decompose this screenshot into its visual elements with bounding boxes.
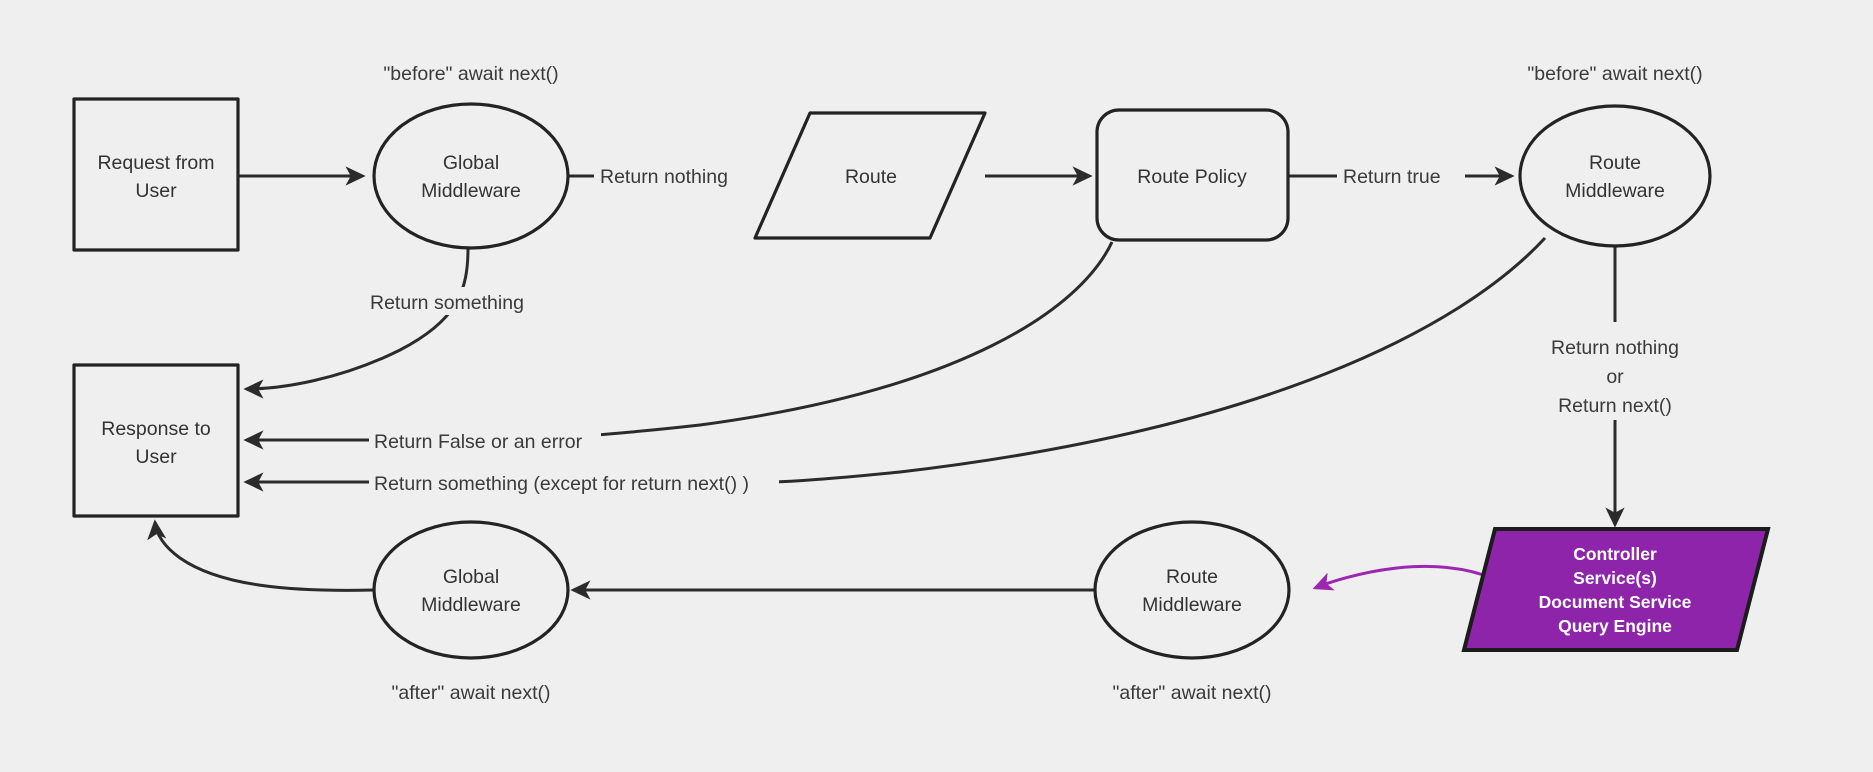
edge-route-policy-return-false-curve <box>514 241 1114 442</box>
edge-route-middleware-return-something-curve <box>774 236 1547 484</box>
node-global-middleware-after[interactable] <box>372 520 570 660</box>
edge-label-return-nothing-or-next-line2: or <box>1606 366 1624 388</box>
edge-label-backdrop-return-something-except <box>369 468 779 496</box>
node-global-middleware-after-label-line1: Global <box>443 566 499 588</box>
edge-global-middleware-after-to-response <box>147 519 375 592</box>
edge-label-return-nothing-or-next-line3: Return next() <box>1558 395 1672 417</box>
edge-global-middleware-return-something <box>243 247 470 399</box>
node-route-label: Route <box>845 166 897 188</box>
node-global-middleware-after-label-line2: Middleware <box>421 594 521 616</box>
caption-before-global-middleware: "before" await next() <box>383 63 558 85</box>
node-route[interactable] <box>753 111 987 240</box>
edge-label-backdrop-return-nothing <box>594 162 764 190</box>
node-route-middleware-before-label-line2: Middleware <box>1565 180 1665 202</box>
node-route-policy-label: Route Policy <box>1137 166 1247 188</box>
node-controller-label-line3: Document Service <box>1539 592 1692 612</box>
node-controller-label-line4: Query Engine <box>1558 616 1672 636</box>
node-route-middleware-after-label-line2: Middleware <box>1142 594 1242 616</box>
edge-label-return-nothing: Return nothing <box>600 166 728 188</box>
node-controller-services[interactable] <box>1461 527 1771 652</box>
edge-label-backdrop-return-false <box>369 426 601 454</box>
edge-label-return-something-except-next: Return something (except for return next… <box>374 473 749 495</box>
caption-after-global-middleware: "after" await next() <box>391 682 550 704</box>
node-route-middleware-before-label-line1: Route <box>1589 152 1641 174</box>
caption-before-route-middleware: "before" await next() <box>1527 63 1702 85</box>
node-global-middleware-before[interactable] <box>372 102 570 250</box>
edge-label-backdrop-return-something-global <box>364 287 550 315</box>
node-route-middleware-after[interactable] <box>1093 520 1291 660</box>
edge-label-backdrop-return-true <box>1337 162 1465 190</box>
caption-after-route-middleware: "after" await next() <box>1112 682 1271 704</box>
node-response-to-user[interactable] <box>72 363 240 518</box>
edge-label-return-true: Return true <box>1343 166 1441 188</box>
node-request-from-user[interactable] <box>72 97 240 252</box>
node-route-middleware-after-label-line1: Route <box>1166 566 1218 588</box>
edge-label-return-something-global: Return something <box>370 292 524 314</box>
node-route-middleware-before[interactable] <box>1518 104 1712 248</box>
node-controller-label-line1: Controller <box>1573 544 1657 564</box>
node-controller-label-line2: Service(s) <box>1573 568 1657 588</box>
edge-label-return-false-or-error: Return False or an error <box>374 431 583 453</box>
node-request-label-line1: Request from <box>97 152 214 174</box>
node-request-label-line2: User <box>135 180 177 202</box>
edge-label-return-nothing-or-next-line1: Return nothing <box>1551 337 1679 359</box>
node-response-label-line2: User <box>135 446 177 468</box>
node-global-middleware-before-label-line2: Middleware <box>421 180 521 202</box>
node-response-label-line1: Response to <box>101 418 211 440</box>
node-global-middleware-before-label-line1: Global <box>443 152 499 174</box>
node-route-policy[interactable] <box>1095 108 1290 242</box>
